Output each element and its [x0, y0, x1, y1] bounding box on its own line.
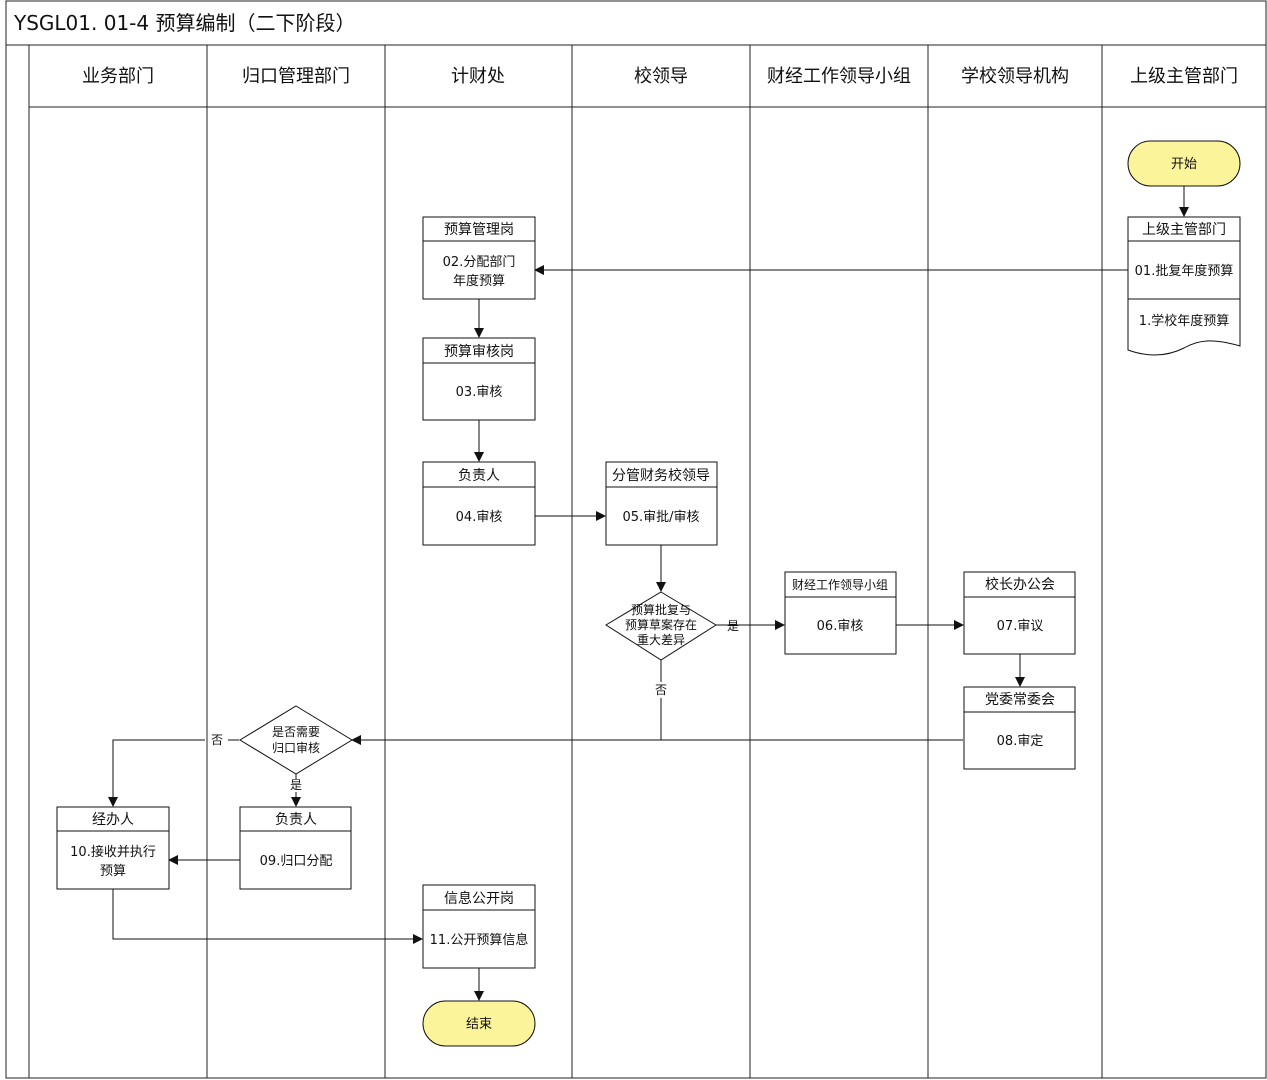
lane-label-finance: 计财处 — [451, 66, 505, 87]
node-11-publish: 信息公开岗 11.公开预算信息 — [422, 884, 536, 969]
node-08-finalize: 党委常委会 08.审定 — [963, 686, 1076, 770]
decision-1-line3: 重大差异 — [637, 633, 685, 647]
start-terminal: 开始 — [1127, 140, 1241, 187]
node-09-title: 负责人 — [275, 812, 317, 828]
node-11-body: 11.公开预算信息 — [430, 932, 529, 948]
node-06-body: 06.审核 — [817, 619, 864, 634]
node-02-allocate-budget: 预算管理岗 02.分配部门 年度预算 — [422, 216, 536, 300]
lane-label-school-leadership: 学校领导机构 — [961, 66, 1069, 87]
node-07-title: 校长办公会 — [985, 576, 1055, 593]
edge-d2-no-tail — [108, 739, 205, 807]
edge-n10-n11 — [112, 889, 423, 944]
decision-2-yes-label: 是 — [290, 778, 302, 792]
end-label: 结束 — [466, 1017, 492, 1032]
node-08-title: 党委常委会 — [985, 692, 1055, 708]
node-10-body-line1: 10.接收并执行 — [70, 844, 156, 860]
node-04-review: 负责人 04.审核 — [422, 461, 536, 546]
decision-1-line1: 预算批复与 — [631, 602, 691, 617]
node-01-title: 上级主管部门 — [1142, 222, 1226, 238]
diagram-title: YSGL01. 01-4 预算编制（二下阶段） — [13, 11, 355, 35]
node-08-body: 08.审定 — [997, 734, 1044, 749]
decision-1-yes-label: 是 — [727, 619, 739, 633]
node-03-review: 预算审核岗 03.审核 — [422, 337, 536, 421]
lane-label-school-leader: 校领导 — [634, 66, 688, 87]
node-10-receive-execute: 经办人 10.接收并执行 预算 — [56, 806, 170, 890]
lane-label-business: 业务部门 — [82, 66, 154, 87]
node-04-body: 04.审核 — [456, 510, 503, 525]
node-02-body-line1: 02.分配部门 — [443, 255, 516, 270]
node-07-deliberate: 校长办公会 07.审议 — [963, 571, 1076, 655]
lane-label-finance-group: 财经工作领导小组 — [767, 66, 911, 87]
connectors — [108, 186, 1189, 1001]
lane-label-centralized: 归口管理部门 — [242, 66, 350, 87]
doc-1-label: 1.学校年度预算 — [1139, 313, 1229, 329]
node-09-body: 09.归口分配 — [260, 854, 333, 869]
node-01-approve-budget: 上级主管部门 01.批复年度预算 — [1127, 216, 1241, 300]
decision-major-difference: 预算批复与 预算草案存在 重大差异 — [605, 591, 717, 661]
decision-1-no-label: 否 — [655, 683, 667, 697]
decision-1-line2: 预算草案存在 — [625, 617, 697, 632]
node-07-body: 07.审议 — [997, 619, 1044, 634]
decision-2-line1: 是否需要 — [272, 725, 320, 739]
node-09-allocate: 负责人 09.归口分配 — [239, 806, 352, 890]
node-05-body: 05.审批/审核 — [622, 510, 699, 525]
node-03-title: 预算审核岗 — [444, 344, 514, 360]
doc-school-annual-budget: 1.学校年度预算 — [1127, 298, 1241, 356]
node-06-title: 财经工作领导小组 — [792, 578, 888, 592]
node-05-title: 分管财务校领导 — [612, 467, 710, 484]
node-10-title: 经办人 — [92, 812, 134, 828]
node-02-title: 预算管理岗 — [444, 222, 514, 238]
node-03-body: 03.审核 — [456, 385, 503, 400]
decision-2-no-label: 否 — [211, 733, 223, 747]
lane-dividers — [206, 45, 1103, 1078]
start-label: 开始 — [1171, 157, 1197, 172]
node-02-body-line2: 年度预算 — [453, 273, 505, 289]
node-04-title: 负责人 — [458, 468, 500, 484]
node-11-title: 信息公开岗 — [444, 890, 514, 907]
node-06-review: 财经工作领导小组 06.审核 — [784, 571, 897, 655]
node-10-body-line2: 预算 — [100, 864, 126, 879]
end-terminal: 结束 — [422, 1000, 536, 1047]
lane-label-superior-dept: 上级主管部门 — [1130, 66, 1238, 87]
node-01-body: 01.批复年度预算 — [1135, 263, 1234, 279]
decision-2-line2: 归口审核 — [272, 740, 320, 755]
node-05-approve: 分管财务校领导 05.审批/审核 — [605, 461, 718, 546]
decision-centralized-review: 是否需要 归口审核 — [239, 705, 353, 775]
